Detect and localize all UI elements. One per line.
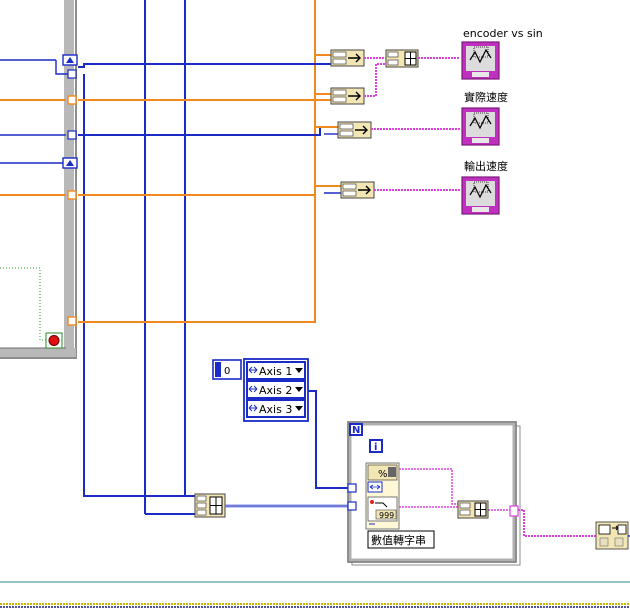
- function-label: 數值轉字串: [371, 533, 426, 547]
- enum-item[interactable]: Axis 2: [246, 380, 306, 399]
- auto-index-tunnel[interactable]: [347, 483, 357, 493]
- graph-indicator-encoder[interactable]: encoder vs sin: [461, 27, 543, 80]
- boolean-wire[interactable]: [0, 267, 46, 341]
- chevron-down-icon[interactable]: [295, 368, 303, 373]
- tunnel-orange[interactable]: [67, 316, 77, 326]
- graph-indicator-actual-speed[interactable]: 實際速度: [461, 90, 508, 146]
- array-index[interactable]: 0: [224, 366, 230, 377]
- bottom-boundary: [0, 581, 630, 608]
- stop-button-terminal[interactable]: [45, 332, 63, 349]
- cluster-wires[interactable]: [364, 57, 460, 191]
- loop-input-wires[interactable]: [225, 390, 366, 508]
- svg-text:Axis 1: Axis 1: [259, 365, 292, 378]
- bundle-node[interactable]: [340, 181, 375, 199]
- chevron-down-icon[interactable]: [295, 387, 303, 392]
- build-array-node[interactable]: [457, 500, 489, 519]
- vertical-blue-wires[interactable]: [83, 0, 195, 515]
- graph-label: 輸出速度: [464, 159, 508, 173]
- tunnel-orange[interactable]: [67, 190, 77, 200]
- graph-label: encoder vs sin: [463, 27, 543, 40]
- shift-register-up[interactable]: [62, 54, 78, 66]
- function-label-box: 數值轉字串: [367, 530, 435, 549]
- tunnel-orange[interactable]: [67, 95, 77, 105]
- build-array-node[interactable]: [194, 493, 226, 518]
- svg-text:i: i: [374, 442, 377, 453]
- bundle-node[interactable]: [330, 87, 365, 105]
- enum-item[interactable]: Axis 3: [246, 399, 306, 418]
- graph-indicator-output-speed[interactable]: 輸出速度: [461, 159, 508, 215]
- count-terminal[interactable]: N: [349, 423, 363, 436]
- iteration-terminal[interactable]: i: [369, 439, 383, 453]
- svg-text:N: N: [352, 425, 360, 436]
- string-wires[interactable]: [399, 468, 596, 537]
- horizontal-wires[interactable]: [0, 54, 343, 196]
- output-tunnel[interactable]: [509, 505, 519, 517]
- while-loop-frame[interactable]: [0, 0, 77, 359]
- format-value: 999: [379, 511, 394, 520]
- axis-array-constant[interactable]: 0 Axis 1 Axis 2 Axis 3: [212, 358, 309, 422]
- svg-text:Axis 3: Axis 3: [259, 403, 292, 416]
- auto-index-tunnel[interactable]: [347, 501, 357, 511]
- tunnel-blue[interactable]: [67, 69, 77, 79]
- bundle-nodes[interactable]: [330, 49, 375, 199]
- strings-property-node[interactable]: [595, 521, 629, 550]
- build-array-node[interactable]: [385, 49, 419, 68]
- tunnel-blue[interactable]: [67, 130, 77, 140]
- graph-label: 實際速度: [464, 90, 508, 104]
- bundle-node[interactable]: [337, 121, 372, 139]
- format-symbol: %: [378, 469, 388, 480]
- enum-item[interactable]: Axis 1: [246, 361, 306, 380]
- format-into-string-node[interactable]: % 999: [365, 462, 400, 530]
- shift-register-up[interactable]: [62, 157, 78, 169]
- chevron-down-icon[interactable]: [295, 406, 303, 411]
- vertical-orange-wire[interactable]: [78, 0, 316, 323]
- svg-text:Axis 2: Axis 2: [259, 384, 292, 397]
- loop-tunnels[interactable]: [62, 54, 78, 326]
- bundle-node[interactable]: [330, 49, 365, 67]
